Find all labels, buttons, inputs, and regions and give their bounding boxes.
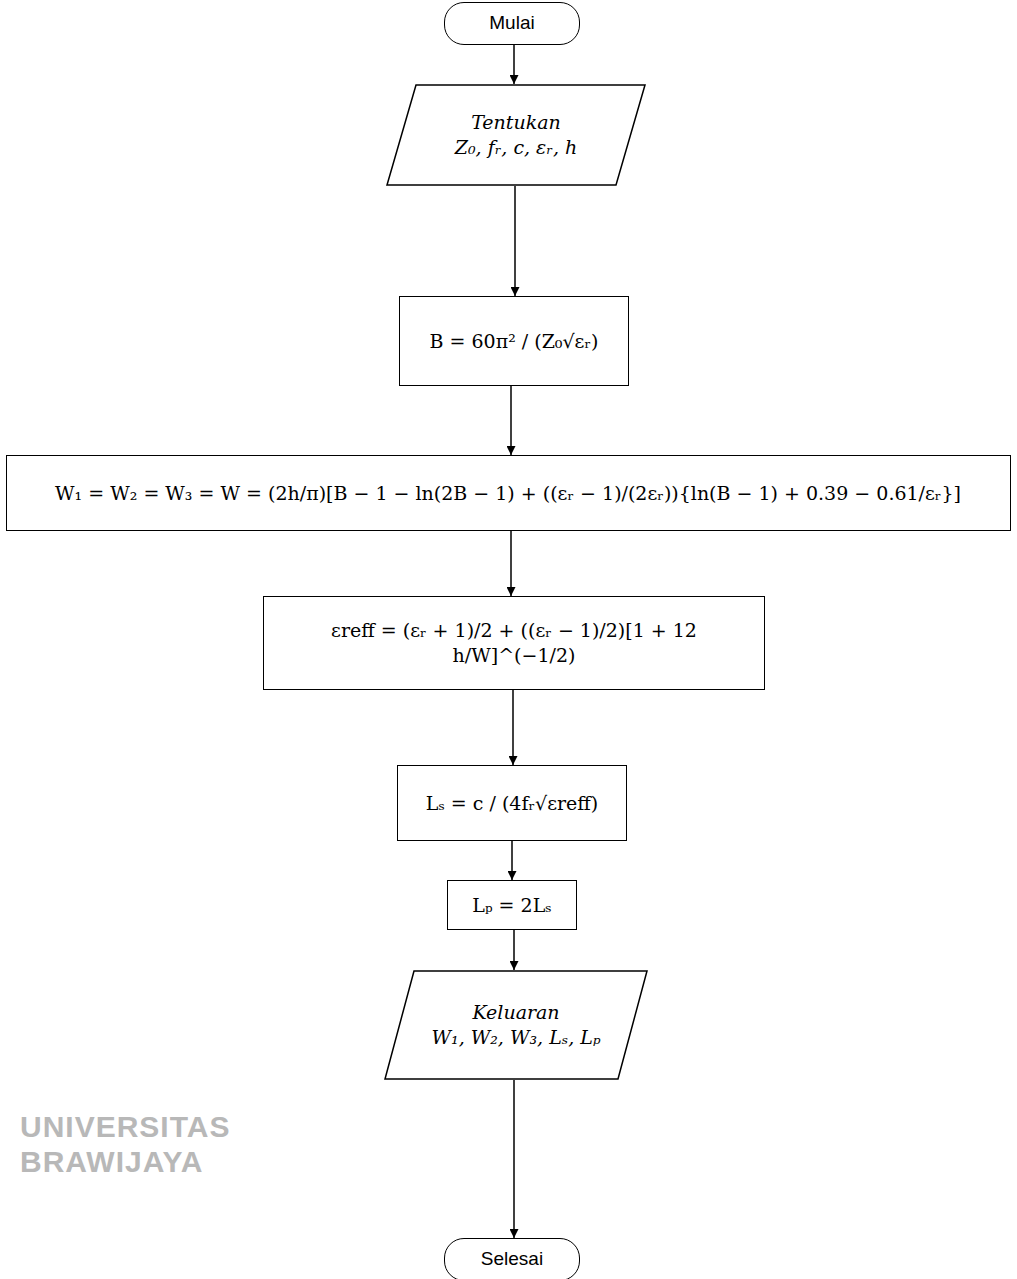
node-text: Tentukan <box>471 110 561 135</box>
node-content: Lₚ = 2Lₛ <box>462 887 561 924</box>
parallelogram-outline <box>385 971 647 1079</box>
flow-arrow <box>513 1080 515 1238</box>
node-content: KeluaranW₁, W₂, W₃, Lₛ, Lₚ <box>386 994 647 1055</box>
node-text: Selesai <box>481 1247 543 1272</box>
node-text: Lₛ = c / (4fᵣ√εreff) <box>426 791 598 816</box>
process-box: B = 60π² / (Z₀√εᵣ) <box>399 296 629 386</box>
flow-arrow <box>513 45 515 84</box>
node-content: Mulai <box>473 7 550 40</box>
output-parallelogram: KeluaranW₁, W₂, W₃, Lₛ, Lₚ <box>384 970 648 1080</box>
node-text: B = 60π² / (Z₀√εᵣ) <box>430 329 599 354</box>
node-text: Keluaran <box>472 1000 559 1025</box>
node-content: Selesai <box>465 1243 559 1276</box>
flow-arrow <box>513 930 515 970</box>
node-content: TentukanZ₀, fᵣ, c, εᵣ, h <box>409 104 623 165</box>
flow-arrow <box>512 690 514 765</box>
watermark: UNIVERSITAS BRAWIJAYA <box>20 1110 350 1179</box>
parallelogram-outline <box>386 84 646 186</box>
process-box: Lₚ = 2Lₛ <box>447 880 577 930</box>
node-content: Lₛ = c / (4fᵣ√εreff) <box>416 785 608 822</box>
process-box: εreff = (εᵣ + 1)/2 + ((εᵣ − 1)/2)[1 + 12… <box>263 596 765 690</box>
flow-arrow <box>514 186 516 296</box>
node-text: W₁ = W₂ = W₃ = W = (2h/π)[B − 1 − ln(2B … <box>55 481 961 506</box>
process-box: W₁ = W₂ = W₃ = W = (2h/π)[B − 1 − ln(2B … <box>6 455 1011 531</box>
flow-arrow <box>510 531 512 596</box>
node-content: W₁ = W₂ = W₃ = W = (2h/π)[B − 1 − ln(2B … <box>45 475 971 512</box>
terminal-start: Mulai <box>444 2 580 45</box>
node-body-text: Z₀, fᵣ, c, εᵣ, h <box>455 135 577 160</box>
node-body-text: W₁, W₂, W₃, Lₛ, Lₚ <box>432 1025 601 1050</box>
node-text: Lₚ = 2Lₛ <box>472 893 551 918</box>
node-text: Mulai <box>489 11 534 36</box>
input-parallelogram: TentukanZ₀, fᵣ, c, εᵣ, h <box>386 84 646 186</box>
node-content: B = 60π² / (Z₀√εᵣ) <box>420 323 609 360</box>
parallelogram-outline <box>384 970 648 1080</box>
flow-arrow <box>510 386 512 455</box>
terminal-end: Selesai <box>444 1238 580 1279</box>
node-text: εreff = (εᵣ + 1)/2 + ((εᵣ − 1)/2)[1 + 12… <box>274 618 754 667</box>
flow-arrow <box>511 841 513 880</box>
node-content: εreff = (εᵣ + 1)/2 + ((εᵣ − 1)/2)[1 + 12… <box>264 612 764 673</box>
process-box: Lₛ = c / (4fᵣ√εreff) <box>397 765 627 841</box>
parallelogram-outline <box>387 85 645 185</box>
